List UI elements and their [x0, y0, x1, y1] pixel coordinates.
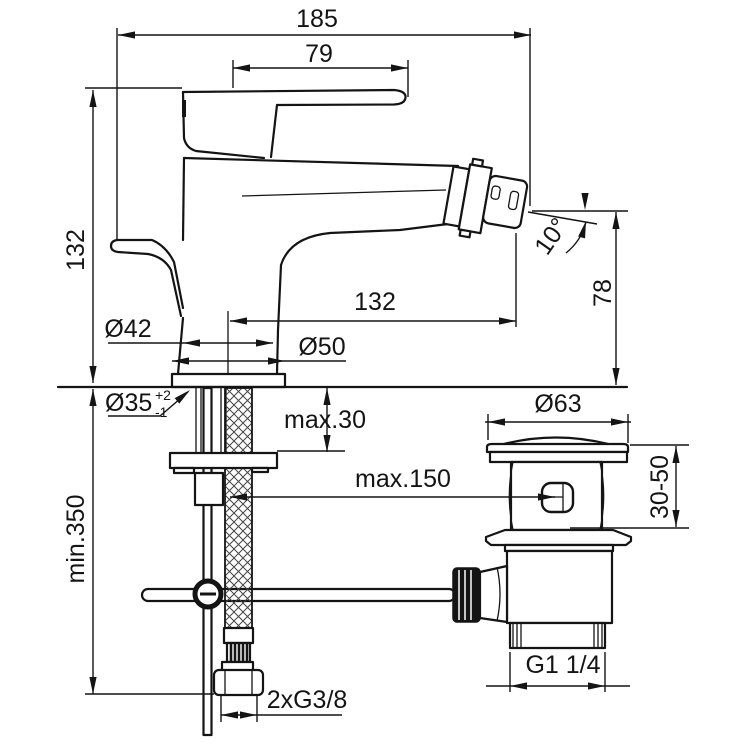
- thread-hatching: [512, 624, 603, 647]
- dim-label-handle-length: 79: [305, 40, 333, 68]
- dim-label-spout-reach: 132: [354, 288, 396, 316]
- dim-label-body-diameter: Ø42: [104, 315, 151, 343]
- connector-ribs: [229, 644, 249, 661]
- waste-cap-plate: [485, 442, 630, 454]
- dim-label-base-diameter: Ø50: [298, 333, 345, 361]
- dim-label-waste-thread: G1 1/4: [525, 651, 600, 679]
- spout-contour-line: [241, 189, 447, 197]
- lever-cone: [478, 564, 509, 624]
- waste-cap-dome: [502, 436, 610, 446]
- base-flange: [170, 372, 287, 389]
- waste-lower-body: [505, 549, 614, 625]
- waste-assembly-group: [452, 436, 633, 650]
- handle-lever: [181, 88, 407, 107]
- under-deck-group: [140, 386, 457, 737]
- dimension-lines-group: [85, 28, 689, 722]
- dim-label-rod-reach: max.150: [355, 465, 451, 493]
- waste-tail-thread: [508, 621, 607, 650]
- knurl-lines: [458, 570, 472, 620]
- dim-label-supply-thread: 2xG3/8: [267, 686, 348, 714]
- body-left-edge: [176, 156, 186, 376]
- aerator-assembly: [442, 157, 529, 239]
- washer-foot-right: [250, 466, 270, 474]
- dim-label-outlet-height: 78: [589, 279, 617, 307]
- mounting-washer: [168, 451, 279, 470]
- waste-lower-flange: [484, 528, 633, 547]
- hose-nut-facets: [224, 671, 253, 694]
- dim-label-hose-length: min.350: [62, 495, 90, 584]
- dimension-labels-group: 185 79 132 132 10° 78 Ø42 Ø50 Ø35 +2 -1 …: [62, 5, 674, 714]
- dim-label-waste-adjust-range: 30-50: [646, 455, 674, 519]
- dim-label-hole-tol-plus: +2: [155, 387, 171, 403]
- pop-up-rod: [202, 386, 213, 737]
- washer-foot-left: [172, 466, 196, 475]
- lever-cone-contour: [496, 566, 501, 622]
- dim-label-body-height: 132: [62, 229, 90, 271]
- handle-hub-right-edge: [269, 103, 279, 159]
- dim-label-waste-cap-diameter: Ø63: [534, 390, 581, 418]
- handle-hub-left-edge: [181, 90, 266, 160]
- waste-upper-flange: [488, 450, 629, 464]
- hose-ferrule: [222, 626, 255, 645]
- spout-underside: [275, 222, 450, 376]
- mounting-nut: [193, 471, 225, 507]
- dim-label-deck-thickness: max.30: [284, 406, 366, 434]
- spout-top-edge: [182, 156, 460, 168]
- drain-lever-bar: [140, 587, 457, 603]
- dim-label-hole-diameter: Ø35: [105, 389, 152, 417]
- dim-label-hole-tol-minus: -1: [155, 404, 168, 420]
- faucet-body-group: [109, 88, 529, 389]
- lever-knurled-coupling: [452, 567, 481, 623]
- hose-nut-g38: [212, 668, 265, 697]
- spool-contours: [508, 461, 605, 531]
- threaded-shank: [195, 388, 227, 452]
- braided-supply-hose: [224, 387, 253, 629]
- handle-lowered-position: [109, 238, 185, 318]
- dim-label-total-width: 185: [296, 5, 338, 33]
